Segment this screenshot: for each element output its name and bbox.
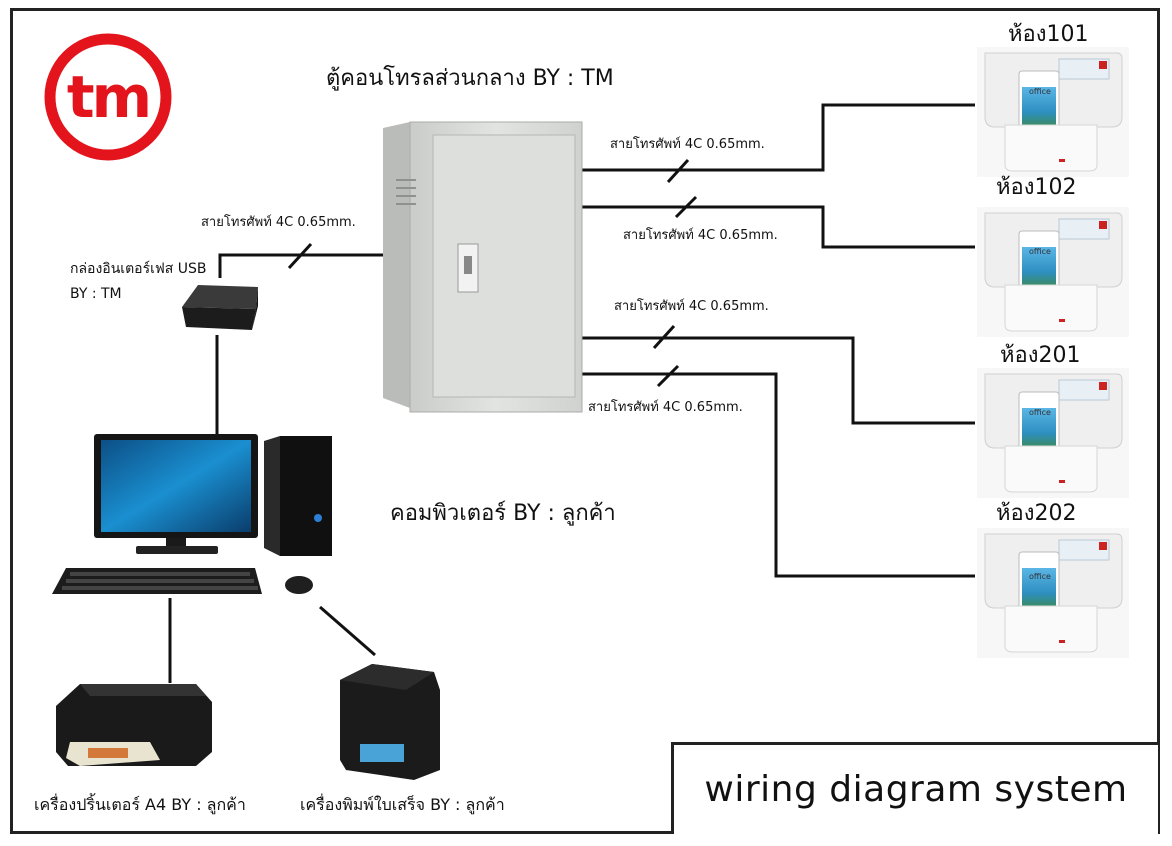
cabinet-title: ตู้คอนโทรลส่วนกลาง BY : TM [326,66,614,91]
computer-icon [52,434,332,594]
diagram-title: wiring diagram system [704,769,1128,810]
wire-room-101 [580,103,975,172]
printer-label: เครื่องปริ้นเตอร์ A4 BY : ลูกค้า [34,795,246,814]
room-202-device-icon: office [976,527,1130,659]
usb-box-label: กล่องอินเตอร์เฟส USB [70,261,207,277]
receipt-printer-label: เครื่องพิมพ์ใบเสร็จ BY : ลูกค้า [300,795,505,814]
wire-computer-to-receipt-printer [319,605,376,657]
room-201-device-icon: office [976,367,1130,499]
a4-printer-icon [56,684,212,766]
cable-label-201: สายโทรศัพท์ 4C 0.65mm. [614,299,769,314]
cable-label-101: สายโทรศัพท์ 4C 0.65mm. [610,137,765,152]
wiring-lines [168,103,975,683]
room-101-device-icon: office [976,46,1130,178]
room-201-label: ห้อง201 [1000,343,1081,368]
tm-logo: tm [44,33,172,161]
svg-text:office: office [1029,408,1051,417]
wire-room-201 [580,336,975,425]
title-box: wiring diagram system [671,742,1158,834]
control-cabinet-icon [383,121,583,413]
wire-cabinet-to-usb [218,253,385,278]
computer-label: คอมพิวเตอร์ BY : ลูกค้า [390,501,616,526]
room-101-label: ห้อง101 [1008,22,1089,47]
room-102-label: ห้อง102 [996,175,1077,200]
cable-label-102: สายโทรศัพท์ 4C 0.65mm. [623,228,778,243]
cable-label-202: สายโทรศัพท์ 4C 0.65mm. [588,400,743,415]
room-102-device-icon: office [976,206,1130,338]
svg-text:office: office [1029,572,1051,581]
svg-text:office: office [1029,247,1051,256]
room-202-label: ห้อง202 [996,501,1077,526]
cable-label-usb: สายโทรศัพท์ 4C 0.65mm. [201,215,356,230]
svg-text:office: office [1029,87,1051,96]
logo-text: tm [67,63,149,131]
usb-interface-box-icon [182,285,258,330]
diagram-frame [10,8,1160,834]
wire-room-202 [580,372,975,578]
receipt-printer-icon [340,664,440,780]
usb-box-owner-label: BY : TM [70,286,122,302]
wire-room-102 [580,205,975,249]
